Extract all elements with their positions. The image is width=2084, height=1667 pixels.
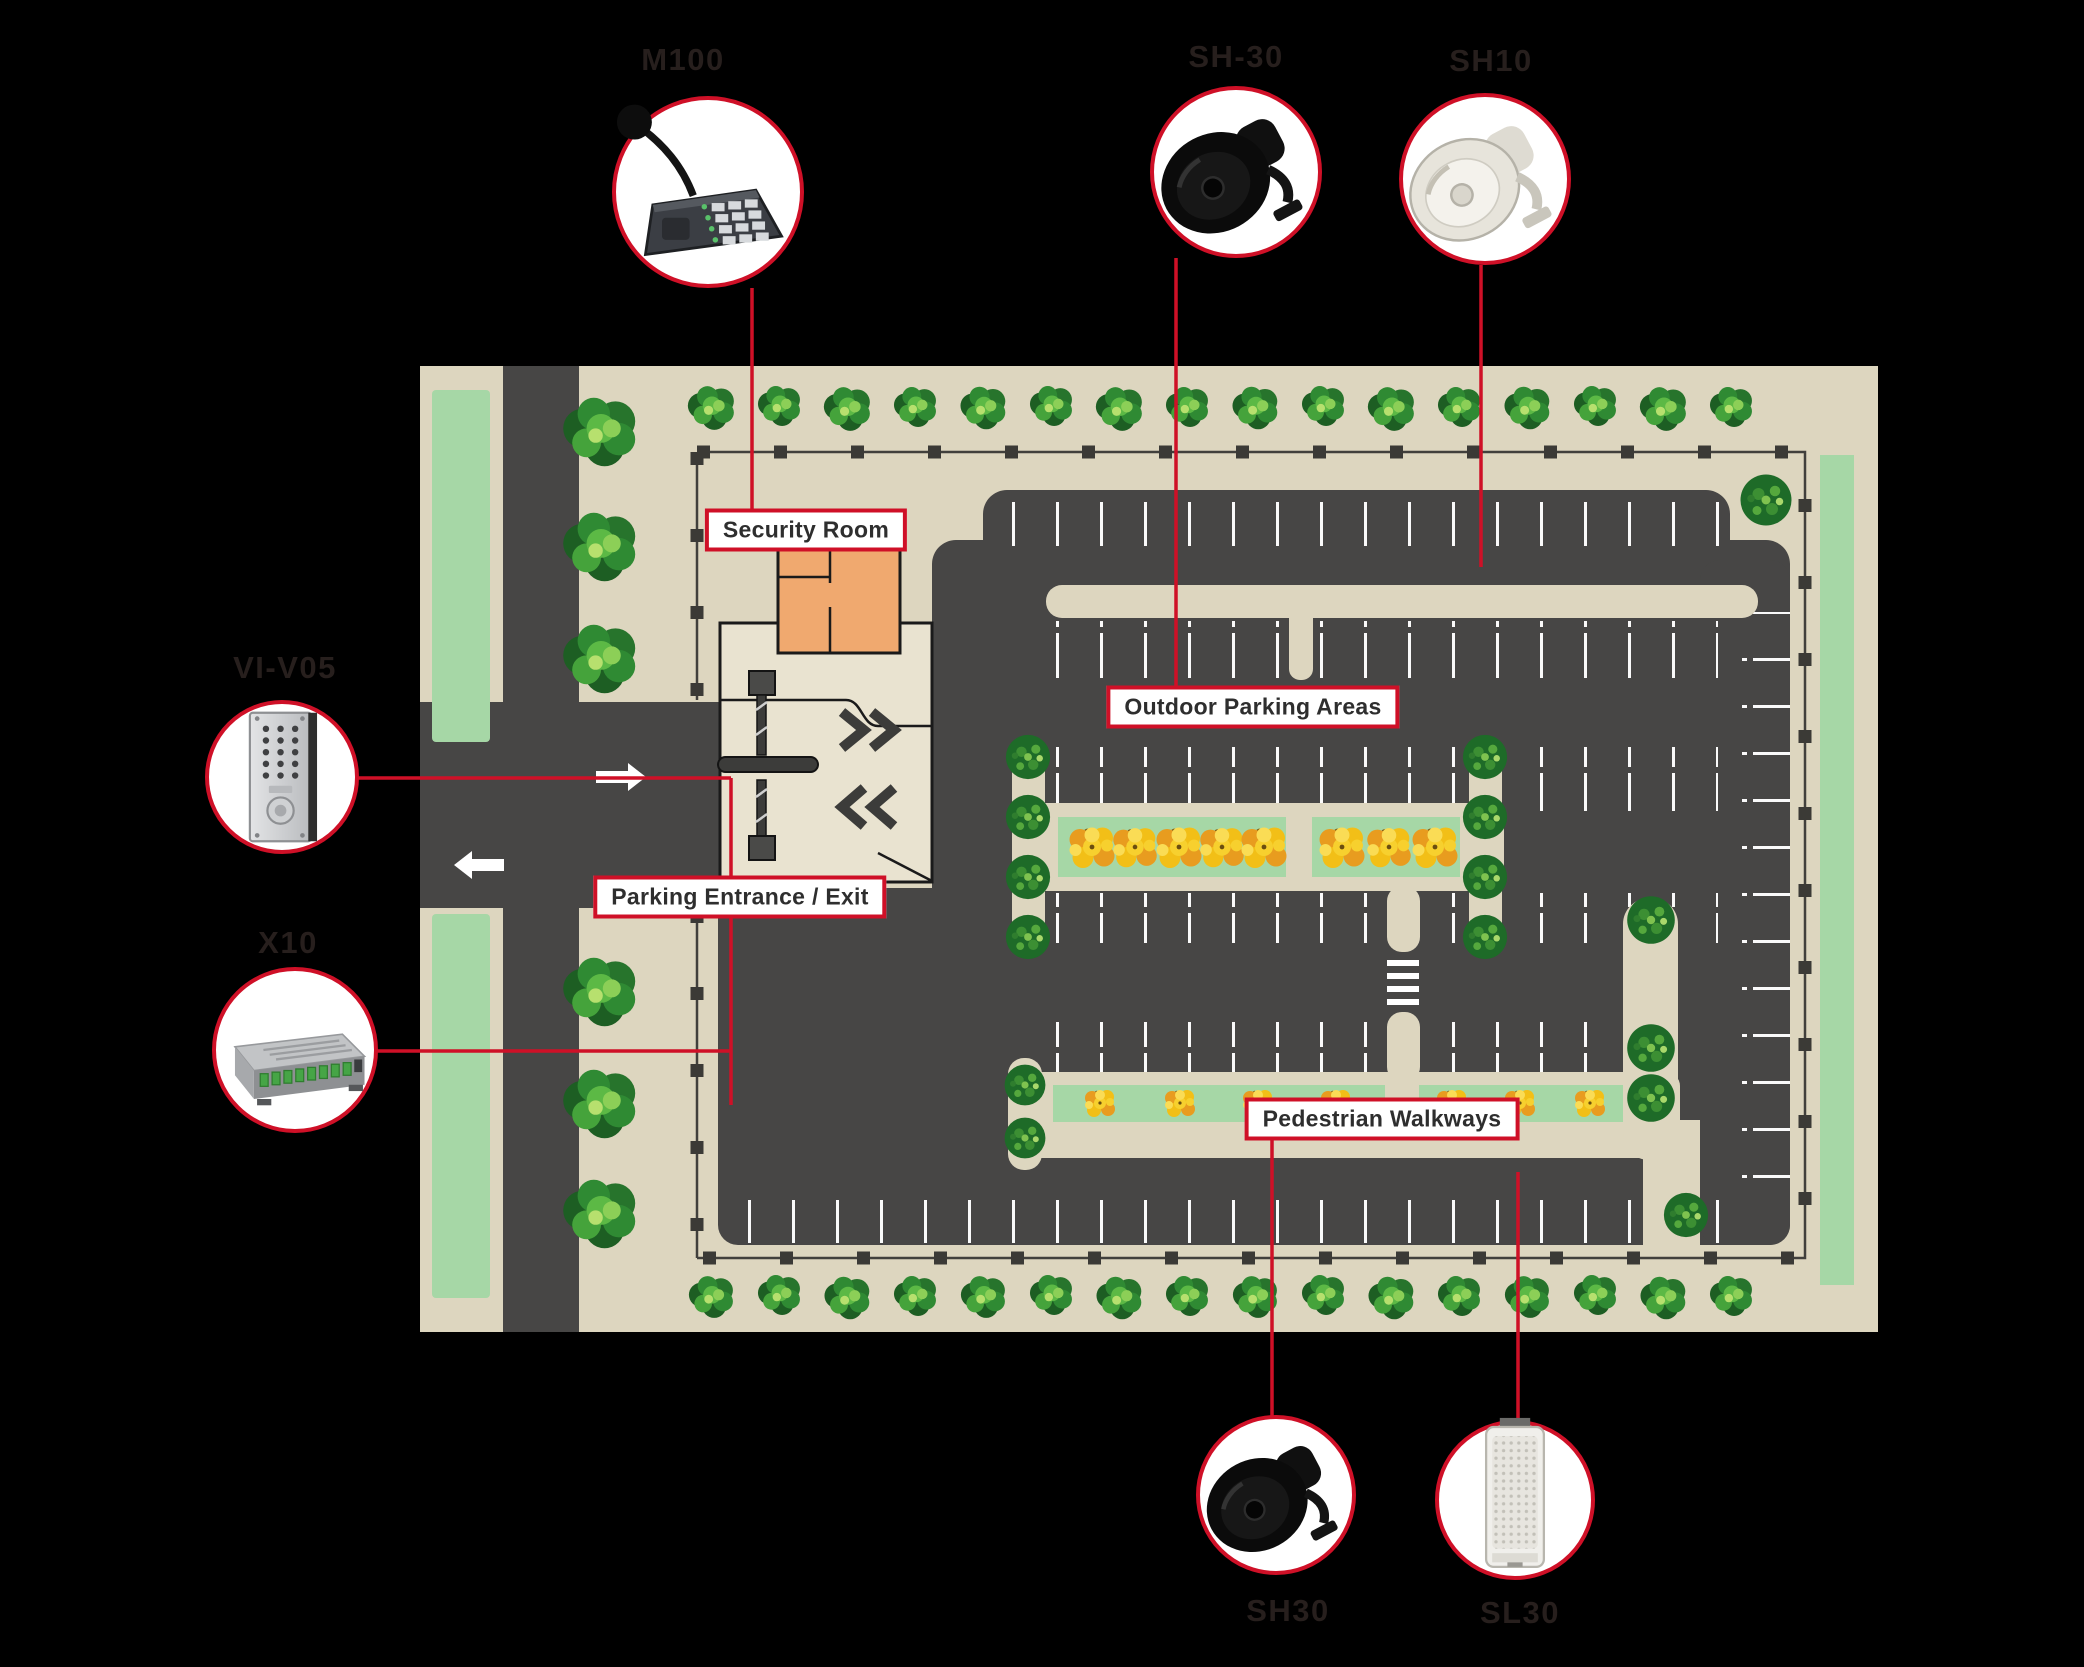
callout-x10	[212, 967, 378, 1133]
callout-sh30-bottom	[1196, 1415, 1356, 1575]
callout-connector-lines	[358, 258, 1520, 1425]
gate-arm	[717, 756, 819, 773]
parking-entrance-exit-label: Parking Entrance / Exit	[593, 875, 887, 919]
horn-speaker-black-icon	[1206, 1446, 1338, 1552]
callout-sh30-top	[1150, 86, 1322, 258]
pedestrian-walkways-label: Pedestrian Walkways	[1244, 1097, 1520, 1141]
callout-m100	[612, 96, 804, 288]
column-speaker-icon	[1484, 1417, 1546, 1569]
callout-sl30	[1435, 1417, 1595, 1580]
green-strip-right	[1820, 455, 1854, 1285]
paging-microphone-icon	[616, 104, 784, 257]
entrance-building	[717, 621, 934, 884]
hedge-left-bottom	[432, 914, 490, 1298]
callout-vi-v05	[205, 700, 359, 854]
device-label-x10: X10	[258, 925, 318, 960]
horn-speaker-white-icon	[1409, 126, 1552, 242]
device-label-sh30-top: SH-30	[1188, 39, 1284, 74]
exit-chevrons-icon	[834, 784, 898, 830]
device-label-vi-v05: VI-V05	[233, 650, 337, 685]
device-label-sh10: SH10	[1449, 43, 1533, 78]
device-label-sl30: SL30	[1479, 1595, 1561, 1630]
hedge-left-top	[432, 390, 490, 742]
device-label-m100: M100	[641, 42, 725, 77]
parking-stall-lines	[737, 502, 1790, 1243]
door-intercom-icon	[248, 711, 318, 843]
outdoor-parking-areas-label: Outdoor Parking Areas	[1106, 685, 1400, 729]
device-label-sh30-bottom: SH30	[1246, 1593, 1330, 1628]
crosswalk	[1387, 960, 1419, 1005]
barrier-post-top	[748, 670, 776, 696]
horn-speaker-black-icon	[1161, 119, 1303, 234]
entry-chevrons-icon	[838, 708, 902, 752]
arrow-out-icon	[454, 851, 504, 879]
barrier-post-bottom	[748, 835, 776, 861]
perimeter-fence	[690, 445, 1812, 1265]
callout-sh10	[1399, 93, 1571, 265]
security-room-label: Security Room	[704, 508, 908, 552]
amplifier-icon	[233, 1033, 367, 1106]
